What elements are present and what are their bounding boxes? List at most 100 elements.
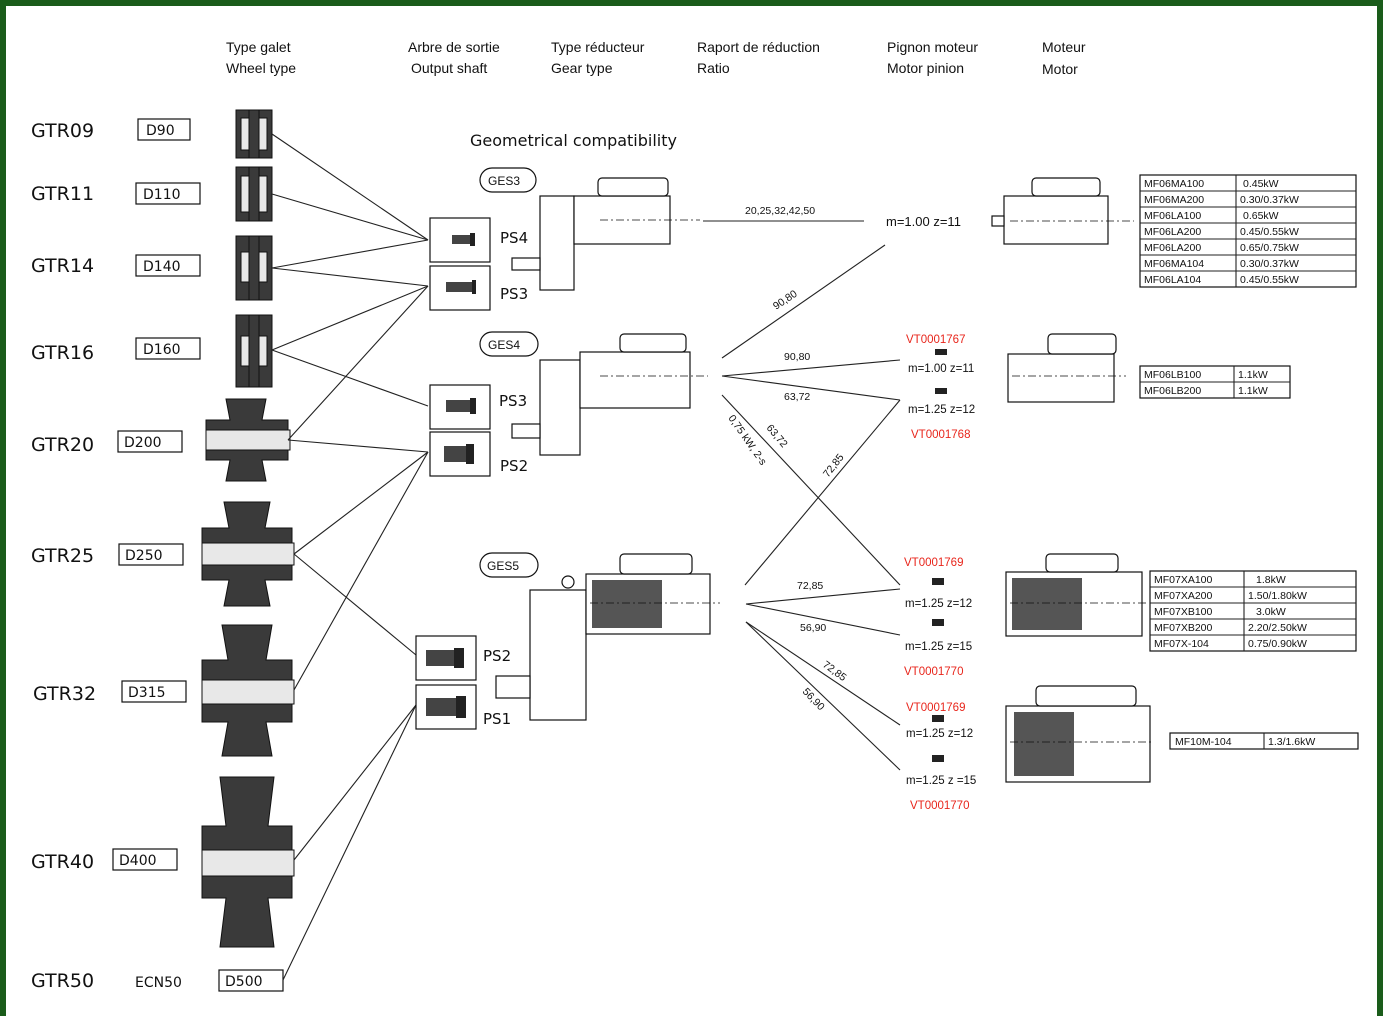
wheel-name-gtr40: GTR40 (31, 851, 94, 873)
gear-drawing-ges4 (511, 333, 708, 456)
header-wheel-en: Wheel type (226, 60, 296, 76)
motor-table-1: MF06MA100 0.45kW MF06MA200 0.30/0.37kW M… (1139, 174, 1357, 288)
motor-table-4-row-1-power: 1.3/1.6kW (1268, 736, 1315, 748)
wheel-diameter-d200: D200 (124, 435, 162, 451)
shaft-label-ps2-a: PS2 (500, 457, 528, 475)
ratio-ges5-a: 72,85 (797, 580, 823, 592)
ratio-ges5-d: 56,90 (800, 686, 827, 713)
pinion-icon-3 (935, 388, 947, 394)
motor-table-4-row-1-model: MF10M-104 (1175, 736, 1232, 748)
wheel-drawing-gtr09 (235, 109, 273, 159)
output-shafts: PS4 PS3 PS3 PS2 PS2 PS1 (415, 217, 528, 730)
motor-table-3-row-2-model: MF07XA200 (1154, 590, 1213, 602)
shaft-ps2-b-icon (426, 648, 464, 668)
wheel-diameter-d110: D110 (143, 187, 181, 203)
motor-table-3-row-4-model: MF07XB200 (1154, 622, 1213, 634)
motor-drawing-mf10 (1005, 685, 1154, 783)
gear-label-ges5: GES5 (487, 559, 519, 573)
motor-drawing-mf07 (1005, 553, 1146, 637)
vt-code-4: VT0001770 (904, 666, 963, 678)
wheel-diameter-d160: D160 (143, 342, 181, 358)
gear-drawing-ges3 (511, 177, 700, 291)
diameter-box-d140 (135, 254, 201, 277)
pinion-icon-5 (932, 619, 944, 626)
motor-table-1-row-5-model: MF06LA200 (1144, 242, 1201, 254)
gear-tag-ges3 (479, 167, 537, 193)
motor-table-1-row-4-power: 0.45/0.55kW (1240, 226, 1299, 238)
wheel-drawing-gtr16 (235, 314, 273, 388)
motor-table-3-row-3-power: 3.0kW (1256, 606, 1286, 618)
wheel-drawings (201, 109, 295, 948)
geometrical-compatibility-title: Geometrical compatibility (470, 131, 677, 150)
wheel-labels: GTR09 D90 GTR11 D110 GTR14 D140 GTR16 D1… (31, 118, 284, 992)
gear-units: GES3 GES4 GES5 (479, 167, 720, 721)
diameter-box-d315 (121, 680, 187, 703)
diameter-box-d250 (118, 543, 184, 566)
header-pinion-fr: Pignon moteur (887, 39, 978, 55)
wheel-name-gtr14: GTR14 (31, 255, 94, 277)
wheel-diameter-d250: D250 (125, 548, 163, 564)
motor-table-1-row-1-power: 0.45kW (1243, 178, 1279, 190)
motor-table-3-row-5-model: MF07X-104 (1154, 638, 1209, 650)
vt-code-6: VT0001770 (910, 800, 969, 812)
ratio-ges4-c: 63,72 (784, 391, 810, 403)
wheel-diameter-d500: D500 (225, 974, 263, 990)
wheel-drawing-gtr20 (205, 398, 291, 482)
header-ratio-en: Ratio (697, 60, 730, 76)
pinion-label-3: m=1.25 z=12 (908, 404, 975, 416)
wheel-drawing-gtr25 (201, 501, 295, 607)
header-shaft-fr: Arbre de sortie (408, 39, 500, 55)
diameter-box-d160 (135, 337, 201, 360)
vt-code-2: VT0001768 (911, 429, 970, 441)
shaft-ps3-a-icon (446, 280, 476, 294)
wheel-name-gtr32: GTR32 (33, 683, 96, 705)
motor-table-3-row-5-power: 0.75/0.90kW (1248, 638, 1307, 650)
wheel-extra-ecn50: ECN50 (135, 975, 182, 991)
shaft-label-ps3-b: PS3 (499, 392, 527, 410)
vt-code-3: VT0001769 (904, 557, 963, 569)
wheel-diameter-d400: D400 (119, 853, 157, 869)
pinion-label-2: m=1.00 z=11 (908, 363, 974, 375)
header-gear-en: Gear type (551, 60, 613, 76)
motor-table-1-row-5-power: 0.65/0.75kW (1240, 242, 1299, 254)
diameter-box-d90 (137, 118, 191, 141)
ratio-ges4-f: 72,85 (821, 452, 847, 480)
wheel-drawing-gtr32 (201, 624, 295, 757)
motor-table-1-row-4-model: MF06LA200 (1144, 226, 1201, 238)
ratio-ges4-b: 90,80 (784, 351, 810, 363)
pinion-label-6: m=1.25 z=12 (906, 728, 973, 740)
motor-table-1-row-6-power: 0.30/0.37kW (1240, 258, 1299, 270)
motor-table-2-row-1-model: MF06LB100 (1144, 369, 1201, 381)
shaft-label-ps2-b: PS2 (483, 647, 511, 665)
motor-table-3-row-3-model: MF07XB100 (1154, 606, 1213, 618)
motor-table-2-row-2-model: MF06LB200 (1144, 385, 1201, 397)
wheel-diameter-d140: D140 (143, 259, 181, 275)
wheel-name-gtr20: GTR20 (31, 434, 94, 456)
motor-table-1-row-6-model: MF06MA104 (1144, 258, 1204, 270)
wheel-diameter-d315: D315 (128, 685, 166, 701)
vt-code-1: VT0001767 (906, 334, 965, 346)
motor-table-1-row-7-power: 0.45/0.55kW (1240, 274, 1299, 286)
gear-label-ges3: GES3 (488, 174, 520, 188)
motor-table-3-row-1-model: MF07XA100 (1154, 574, 1213, 586)
motor-table-2: MF06LB100 1.1kW MF06LB200 1.1kW (1139, 365, 1291, 399)
wheel-shaft-connections (271, 133, 429, 981)
header-gear-fr: Type réducteur (551, 39, 645, 55)
wheel-drawing-gtr11 (235, 166, 273, 222)
shaft-ps2-a-icon (444, 444, 474, 464)
wheel-name-gtr50: GTR50 (31, 970, 94, 992)
diameter-box-d400 (112, 848, 178, 871)
shaft-label-ps3-a: PS3 (500, 285, 528, 303)
ratio-ges4-e: 63,72 (764, 422, 790, 450)
header-motor-en: Motor (1042, 61, 1078, 77)
motor-table-1-row-2-power: 0.30/0.37kW (1240, 194, 1299, 206)
wheel-name-gtr09: GTR09 (31, 120, 94, 142)
shaft-ps4-icon (452, 233, 475, 246)
pinion-icon-2 (935, 349, 947, 355)
ratio-ges3: 20,25,32,42,50 (745, 205, 815, 217)
motor-table-3-row-1-power: 1.8kW (1256, 574, 1286, 586)
motor-table-2-row-2-power: 1.1kW (1238, 385, 1268, 397)
motor-table-1-row-3-power: 0.65kW (1243, 210, 1279, 222)
motor-table-1-row-1-model: MF06MA100 (1144, 178, 1204, 190)
